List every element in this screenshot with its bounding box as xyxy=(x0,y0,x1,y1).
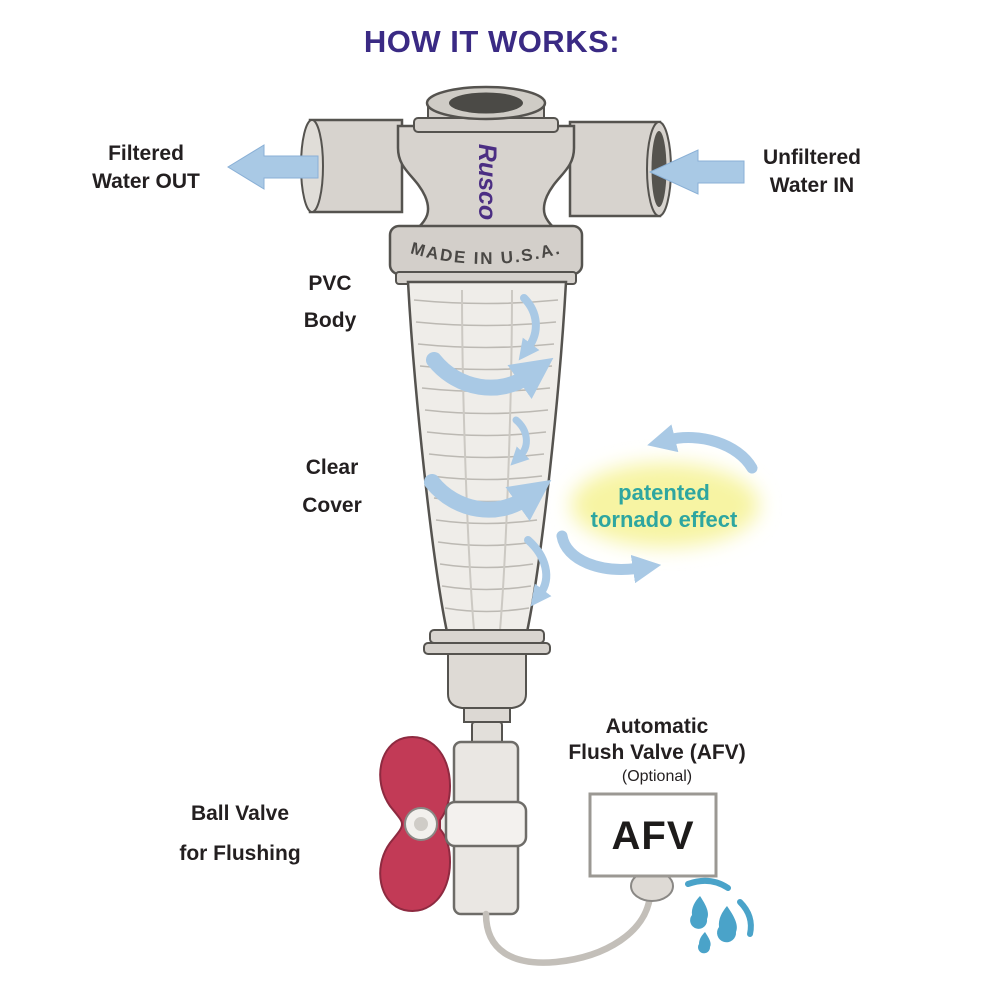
ridge xyxy=(428,453,545,459)
ball-valve-label-line2: for Flushing xyxy=(179,842,300,865)
top-port-opening xyxy=(449,92,523,114)
filtered-out-arrow xyxy=(227,144,319,190)
water-drop xyxy=(717,906,737,943)
valve-hub-center xyxy=(414,817,428,831)
tornado-label-line2: tornado effect xyxy=(591,507,738,532)
afv-box xyxy=(588,792,718,878)
ridge xyxy=(426,431,547,437)
afv-box-label: AFV xyxy=(612,814,695,858)
unfiltered-in-label-line1: Unfiltered xyxy=(763,146,861,169)
water-streak xyxy=(685,877,731,891)
ball-valve xyxy=(379,736,528,916)
ridge xyxy=(424,409,549,415)
page-title: HOW IT WORKS: xyxy=(364,24,620,59)
swirl-arrow-lower xyxy=(424,474,552,521)
tornado-label-line1: patented xyxy=(618,480,710,505)
clear-cover-label-line1: Clear xyxy=(306,456,359,479)
water-droplets xyxy=(685,877,754,954)
afv-label-line2: Flush Valve (AFV) xyxy=(568,741,745,764)
filtered-out-label-line2: Water OUT xyxy=(92,170,200,193)
afv-label-line3: (Optional) xyxy=(622,768,692,785)
water-drop xyxy=(690,896,709,929)
valve-nut xyxy=(444,800,528,848)
ridge xyxy=(441,585,532,591)
inner-screen-edge xyxy=(499,289,513,631)
ridge xyxy=(413,299,559,305)
swirl-arrows xyxy=(424,294,554,607)
filter-head: Rusco MADE IN U.S.A. xyxy=(300,85,672,276)
ridge xyxy=(435,519,538,525)
tornado-loop-arrow-bottom xyxy=(556,530,662,584)
water-drop xyxy=(698,932,711,954)
unfiltered-in-label-line2: Water IN xyxy=(770,174,854,197)
tornado-loop-arrow-top xyxy=(647,424,758,474)
ridge xyxy=(437,541,536,547)
inlet-pipe xyxy=(568,120,662,218)
swirl-arrow-upper xyxy=(426,352,554,399)
tornado-effect-callout: patented tornado effect xyxy=(556,424,759,584)
drain-stub xyxy=(471,721,503,745)
inner-screen-edge xyxy=(461,289,475,631)
ridge xyxy=(444,607,530,613)
brand-logo: Rusco xyxy=(473,144,501,220)
cover-bottom-flange-1 xyxy=(429,629,545,644)
ridge xyxy=(430,475,543,481)
swirl-arrow-small-top xyxy=(518,294,540,361)
tornado-glow xyxy=(571,463,759,547)
unfiltered-in-arrow xyxy=(648,149,745,195)
ball-valve-label-line1: Ball Valve xyxy=(191,802,289,825)
ridge xyxy=(439,563,534,569)
bottom-neck xyxy=(463,707,511,723)
ridge xyxy=(415,321,557,327)
swirl-arrow-small-mid xyxy=(510,416,530,466)
cover-bottom-flange-2 xyxy=(423,642,551,655)
water-streak xyxy=(737,899,754,937)
filtered-out-label-line1: Filtered xyxy=(108,142,184,165)
pvc-body-label-line2: Body xyxy=(304,309,357,332)
pvc-body-label-line1: PVC xyxy=(308,272,351,295)
afv-label-line1: Automatic xyxy=(606,715,709,738)
bottom-cup xyxy=(447,653,527,709)
swirl-arrow-small-bottom xyxy=(524,536,552,607)
clear-cover-label-line2: Cover xyxy=(302,494,362,517)
drain-tube xyxy=(482,892,654,966)
afv-unit: AFV xyxy=(588,792,718,902)
